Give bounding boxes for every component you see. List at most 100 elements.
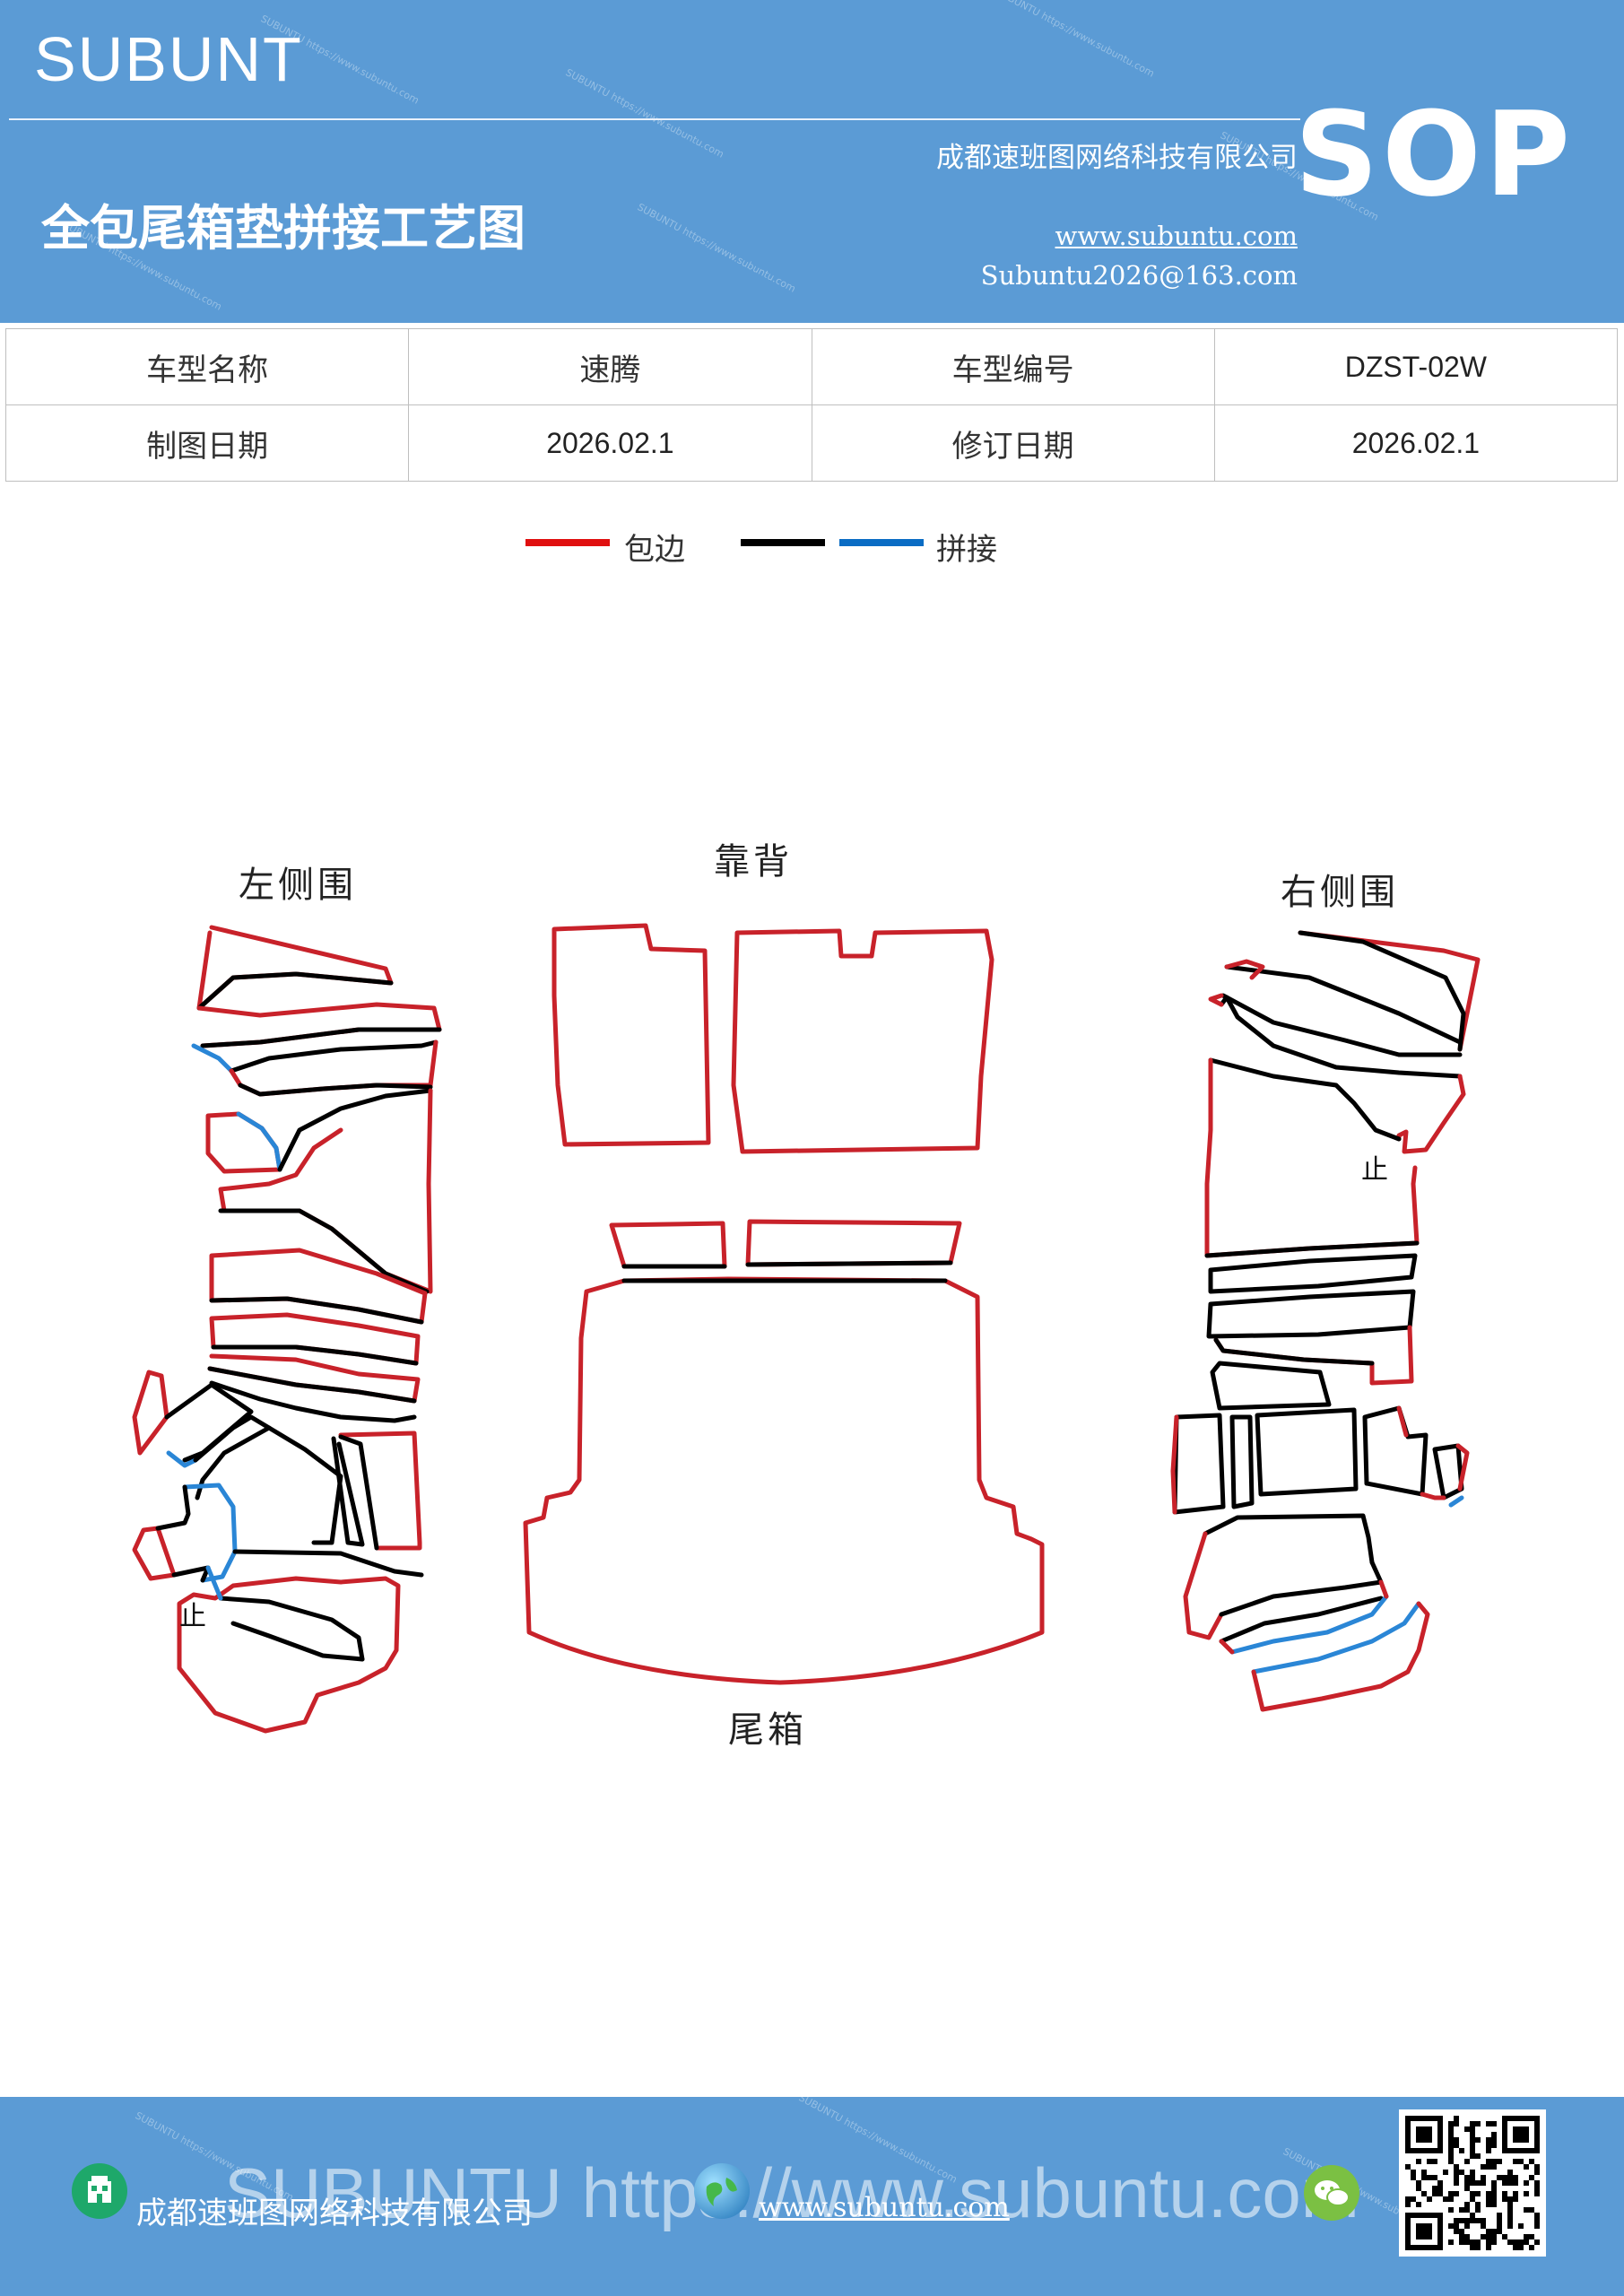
right-seam-5 [1208,1057,1402,1142]
left-seam-8 [211,1344,419,1366]
right-seam-8 [1206,1289,1416,1339]
right-seam-18 [1219,1596,1384,1644]
splice-diagram: 左侧围 靠背 右侧围 尾箱 [0,789,1624,1776]
left-seam-15 [155,1484,211,1583]
sop-badge: SOP [1294,86,1574,222]
footer-banner: SUBUNTU https://www.subuntu.com SUBUNTU … [0,2097,1624,2296]
right-seam-10 [1210,1361,1332,1411]
table-cell-value: 2026.02.1 [408,404,812,482]
left-seam-1 [196,971,394,1011]
left-piece-12 [177,1576,401,1734]
legend-label-edge: 包边 [624,532,685,568]
left-splice-5 [205,1565,223,1601]
right-piece-8 [1396,1405,1470,1500]
left-piece-10 [338,1431,422,1551]
left-seam-17 [218,1596,365,1662]
wechat-icon [1304,2165,1359,2221]
right-piece-10 [1219,1601,1430,1712]
trunk-strip-left [609,1221,727,1269]
right-seam-1 [1298,930,1466,1052]
legend-label-splice: 拼接 [936,532,997,568]
footer-watermark: SUBUNTU https://www.subuntu.com [224,2153,1359,2232]
pattern-drawing: 止 止 [132,923,1481,1734]
left-seam-4 [238,1083,433,1097]
watermark: SUBUNTU https://www.subuntu.com [994,0,1157,80]
right-seam-12 [1229,1414,1255,1509]
label-left-side: 左侧围 [239,865,357,906]
legend-swatch-edge [525,539,610,546]
right-seam-15 [1432,1443,1464,1500]
company-name: 成都速班图网络科技有限公司 [936,142,1298,174]
qr-code [1399,2109,1546,2257]
right-piece-2 [1224,959,1265,980]
table-cell-label: 车型名称 [4,328,410,405]
left-piece-9 [132,1370,169,1456]
page-title: 全包尾箱垫拼接工艺图 [41,200,525,257]
vehicle-info-table: 车型名称 速腾 车型编号 DZST-02W 制图日期 2026.02.1 修订日… [4,328,1619,482]
left-seam-13 [266,1425,343,1545]
left-seam-10 [209,1380,417,1423]
right-splice-2 [1229,1594,1389,1655]
website-link[interactable]: www.subuntu.com [1055,221,1298,251]
footer-website[interactable]: www.subuntu.com [759,2192,1010,2223]
left-seam-14 [331,1434,379,1551]
right-piece-9 [1183,1531,1224,1640]
left-splice-2 [236,1111,282,1172]
left-piece-2 [196,1002,442,1048]
right-splice-1 [1448,1495,1464,1508]
left-seam-11 [164,1382,254,1463]
building-icon [72,2163,127,2219]
label-back: 靠背 [714,841,793,883]
left-splice-3 [166,1450,198,1468]
left-splice-4 [182,1483,238,1583]
table-row: 车型名称 速腾 车型编号 DZST-02W [4,328,1619,405]
stop-mark-left: 止 [179,1601,206,1632]
table-cell-value: DZST-02W [1213,328,1619,405]
label-right-side: 右侧围 [1281,872,1399,913]
left-piece-4 [205,1111,282,1174]
line-legend: 包边 拼接 [520,525,1148,578]
left-piece-1 [196,925,394,1011]
left-seam-18 [230,1621,365,1662]
right-seam-14 [1362,1405,1429,1497]
right-seam-17 [1219,1560,1384,1617]
header-banner: SUBUNTU https://www.subuntu.com SUBUNTU … [0,0,1624,323]
table-cell-label: 车型编号 [811,328,1215,405]
brand-logo-text: SUBUNT [34,24,303,94]
table-cell-value: 2026.02.1 [1213,404,1619,482]
trunk-mat [523,1276,1045,1685]
table-row: 制图日期 2026.02.1 修订日期 2026.02.1 [4,404,1619,482]
left-piece-11 [132,1526,177,1581]
back-panel-right [731,928,994,1154]
label-trunk: 尾箱 [728,1709,807,1751]
globe-icon [694,2163,750,2219]
table-cell-label: 修订日期 [811,404,1215,482]
right-seam-2 [1224,964,1463,1045]
right-seam-13 [1255,1407,1359,1497]
left-seam-3 [229,1039,439,1074]
watermark: SUBUNTU https://www.subuntu.com [635,201,798,295]
left-splice-1 [191,1043,234,1074]
right-piece-3 [1208,993,1224,1007]
right-seam-16 [1203,1513,1375,1565]
left-seam-6 [218,1208,430,1294]
trunk-strip-right [745,1219,962,1267]
contact-email[interactable]: Subuntu2026@163.com [980,260,1298,291]
watermark: SUBUNTU https://www.subuntu.com [563,66,726,161]
legend-swatch-splice [839,539,924,546]
right-seam-4 [1220,993,1463,1057]
left-seam-7 [209,1296,424,1325]
right-seam-7 [1208,1253,1418,1294]
right-splice-3 [1251,1601,1421,1674]
right-piece-11 [1378,1579,1389,1599]
back-panel-left [551,923,711,1147]
right-piece-4 [1396,1074,1466,1154]
stop-mark-right: 止 [1361,1154,1388,1186]
trunk-strip-right-bottom [745,1260,953,1267]
header-divider [9,118,1300,120]
table-cell-label: 制图日期 [4,404,410,482]
right-seam-6 [1204,1240,1420,1258]
left-piece-6 [209,1248,428,1325]
table-cell-value: 速腾 [408,328,812,405]
legend-swatch-black [741,539,825,546]
